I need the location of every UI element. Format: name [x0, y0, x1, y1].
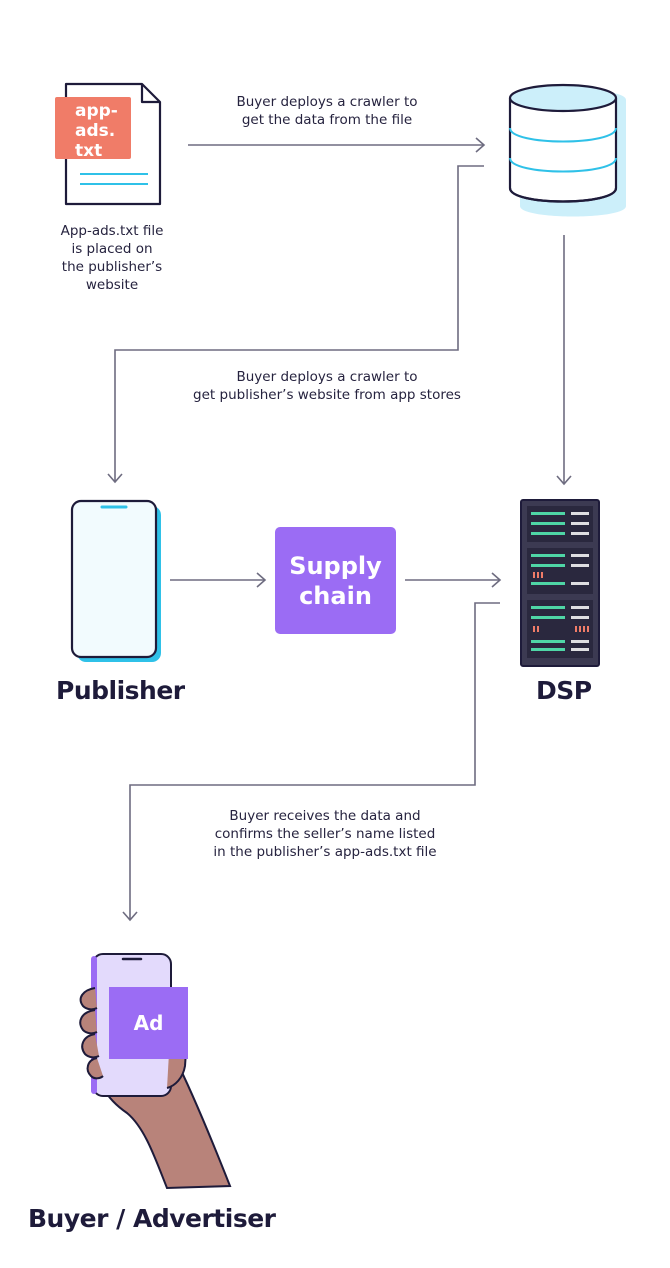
publisher-phone-icon: [70, 499, 161, 662]
arrow-dsp-to-buyer: [129, 602, 500, 920]
dsp-label: DSP: [536, 676, 592, 705]
supply-chain-box: Supply chain: [275, 527, 396, 634]
server-rack-icon: [520, 499, 600, 667]
hand-with-phone-icon: [79, 953, 232, 1190]
caption-crawler-website: Buyer deploys a crawler to get publisher…: [193, 369, 461, 403]
document-tag-label: app- ads. txt: [55, 97, 131, 161]
database-icon: [508, 83, 626, 217]
caption-file-placed: App-ads.txt file is placed on the publis…: [60, 223, 164, 293]
caption-buyer-receives: Buyer receives the data and confirms the…: [213, 808, 437, 860]
caption-crawler-file: Buyer deploys a crawler to get the data …: [236, 94, 418, 128]
ad-card: Ad: [109, 987, 188, 1059]
arrow-database-to-publisher: [114, 165, 484, 482]
publisher-label: Publisher: [56, 676, 185, 705]
buyer-advertiser-label: Buyer / Advertiser: [28, 1204, 276, 1233]
